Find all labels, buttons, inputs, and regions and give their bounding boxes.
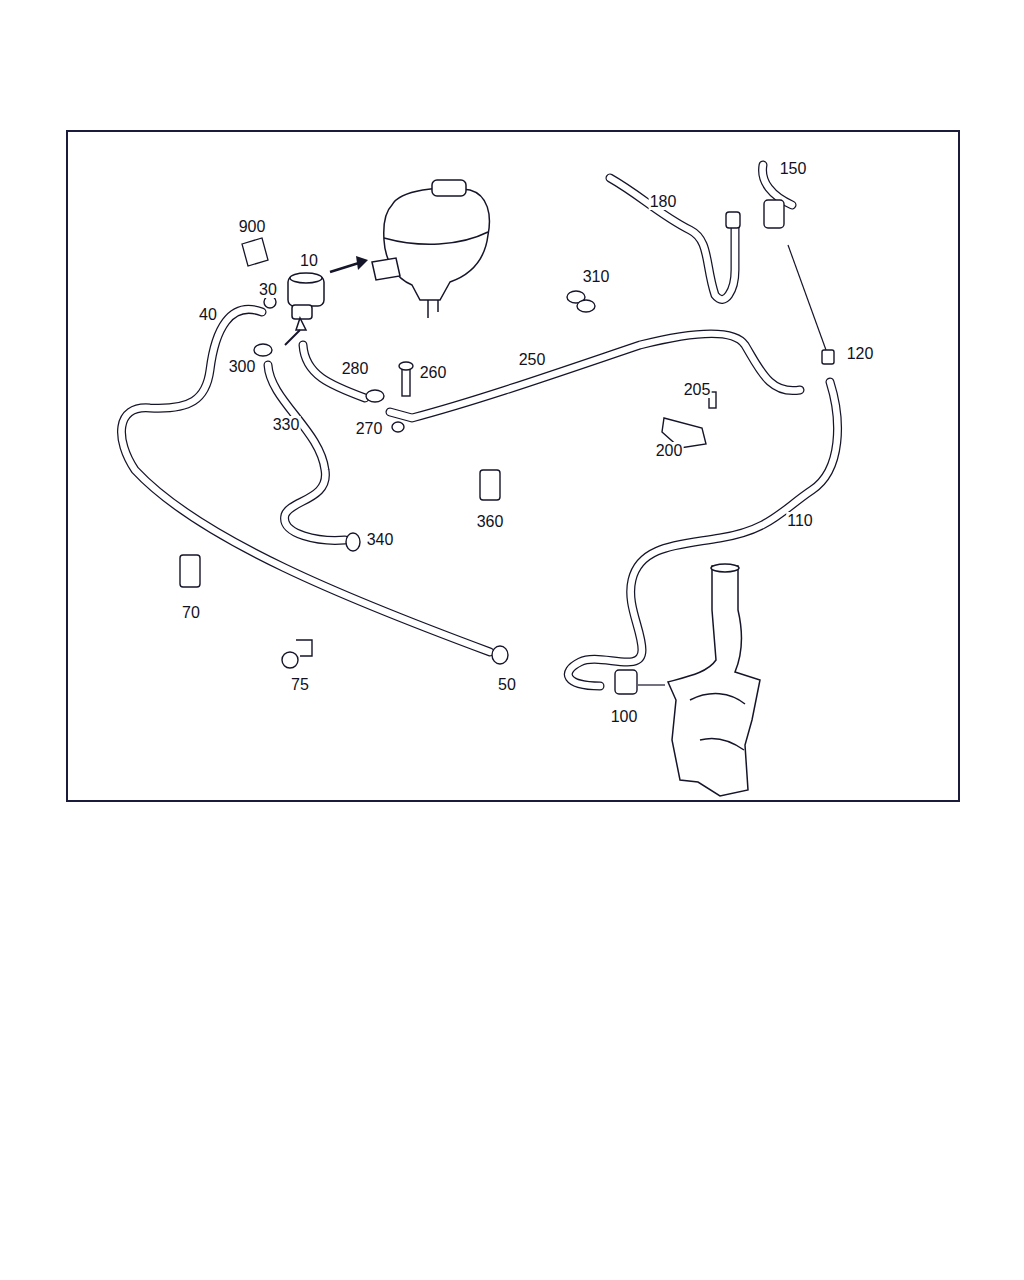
callout-number: 340 bbox=[366, 531, 395, 548]
callout-number: 260 bbox=[419, 364, 448, 381]
callout-slot: 340 bbox=[366, 531, 395, 549]
callout-number: 150 bbox=[779, 160, 808, 177]
leader-line bbox=[638, 684, 665, 685]
callout-number: 330 bbox=[272, 416, 301, 433]
callout-number: 360 bbox=[476, 513, 505, 530]
callout-slot: 10 bbox=[299, 252, 319, 270]
callout-slot: 180 bbox=[649, 193, 678, 211]
callout-number: 300 bbox=[228, 358, 257, 375]
callout-slot: 205 bbox=[683, 381, 712, 399]
callout-slot: 300 bbox=[228, 358, 257, 376]
callout-number: 100 bbox=[610, 708, 639, 725]
callout-number: 310 bbox=[582, 268, 611, 285]
callout-number: 250 bbox=[518, 351, 547, 368]
callout-slot: 75 bbox=[290, 676, 310, 694]
leader-line bbox=[788, 245, 826, 350]
callout-number: 200 bbox=[655, 442, 684, 459]
callout-slot: 120 bbox=[846, 345, 875, 363]
callout-slot: 50 bbox=[497, 676, 517, 694]
pump bbox=[288, 273, 324, 330]
arrowhead bbox=[356, 256, 368, 270]
callout-slot: 70 bbox=[181, 604, 201, 622]
callout-slot: 150 bbox=[779, 160, 808, 178]
callout-slot: 330 bbox=[272, 416, 301, 434]
callout-number: 205 bbox=[683, 381, 712, 398]
label-sticker bbox=[242, 238, 268, 266]
callout-slot: 250 bbox=[518, 351, 547, 369]
callout-number: 50 bbox=[497, 676, 517, 693]
callout-slot: 30 bbox=[258, 281, 278, 299]
callout-slot: 110 bbox=[786, 512, 814, 530]
callout-slot: 280 bbox=[341, 360, 370, 378]
arrow bbox=[285, 330, 300, 345]
callout-number: 270 bbox=[355, 420, 384, 437]
callout-number: 120 bbox=[846, 345, 875, 362]
expansion-tank bbox=[372, 180, 489, 318]
callout-number: 40 bbox=[198, 306, 218, 323]
callout-number: 110 bbox=[786, 512, 814, 529]
callout-number: 10 bbox=[299, 252, 319, 269]
callout-number: 75 bbox=[290, 676, 310, 693]
callout-number: 30 bbox=[258, 281, 278, 298]
callout-number: 280 bbox=[341, 360, 370, 377]
callout-number: 70 bbox=[181, 604, 201, 621]
frame bbox=[67, 131, 959, 801]
callout-slot: 200 bbox=[655, 442, 684, 460]
callout-number: 900 bbox=[238, 218, 267, 235]
callout-slot: 360 bbox=[476, 513, 505, 531]
callout-slot: 900 bbox=[238, 218, 267, 236]
callout-slot: 100 bbox=[610, 708, 639, 726]
callout-slot: 310 bbox=[582, 268, 611, 286]
callout-slot: 260 bbox=[419, 364, 448, 382]
callout-slot: 40 bbox=[198, 306, 218, 324]
callout-number: 180 bbox=[649, 193, 678, 210]
washer-reservoir bbox=[668, 564, 760, 796]
callout-slot: 270 bbox=[355, 420, 384, 438]
